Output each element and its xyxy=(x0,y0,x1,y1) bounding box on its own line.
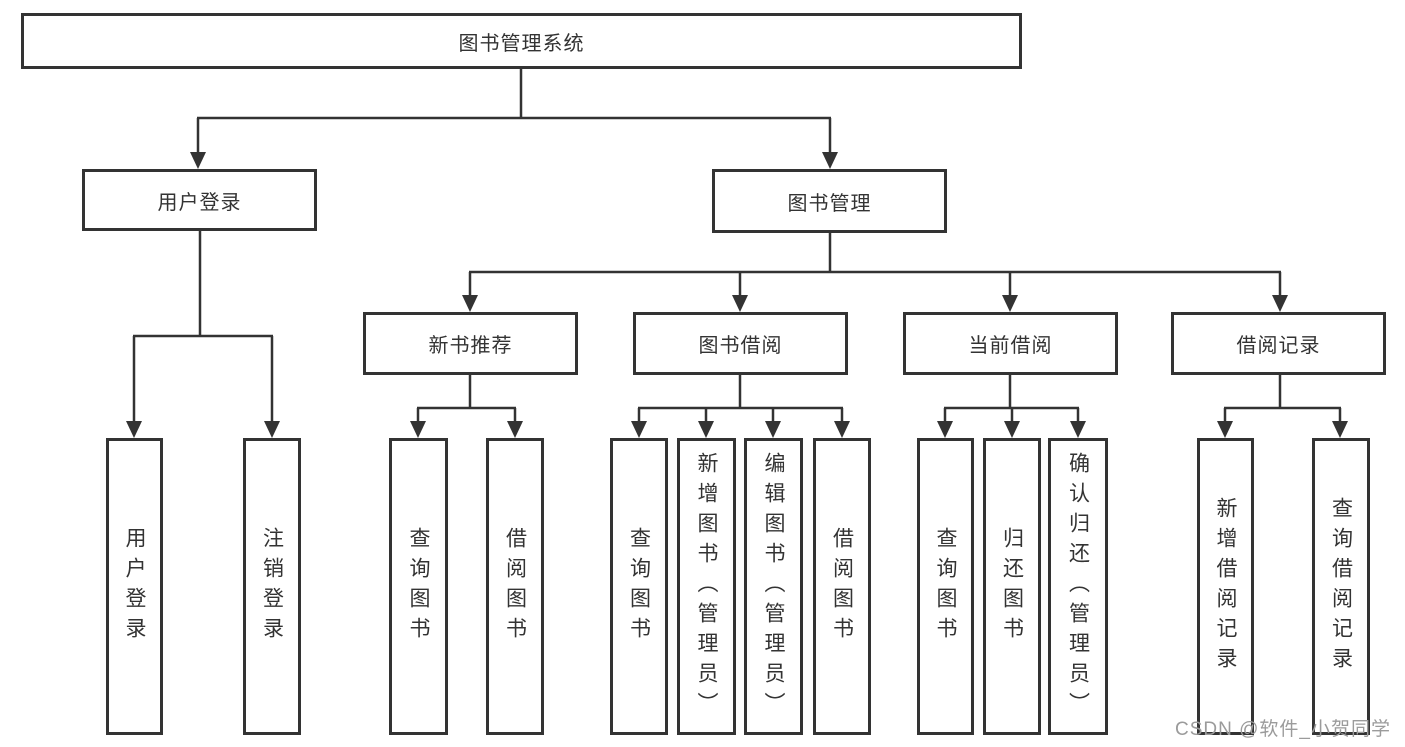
leaf-logout-label: 注销登录 xyxy=(260,526,284,647)
leaf-nb-borrow-books-label: 借阅图书 xyxy=(503,526,527,647)
leaf-user-login-label: 用户登录 xyxy=(123,526,146,647)
leaf-cb-return-books-label: 归还图书 xyxy=(1000,526,1024,647)
leaf-bb-edit-books-label: 编辑图书（管理员） xyxy=(762,451,785,722)
leaf-bb-edit-books: 编辑图书（管理员） xyxy=(744,438,803,735)
node-root-label: 图书管理系统 xyxy=(458,32,585,55)
node-book-borrow-label: 图书借阅 xyxy=(698,335,783,357)
node-root: 图书管理系统 xyxy=(21,13,1022,69)
leaf-bb-query-books: 查询图书 xyxy=(610,438,668,735)
leaf-br-add-record-label: 新增借阅记录 xyxy=(1214,496,1237,677)
node-borrow-records-label: 借阅记录 xyxy=(1236,335,1321,357)
leaf-nb-query-books: 查询图书 xyxy=(389,438,448,735)
leaf-br-query-record: 查询借阅记录 xyxy=(1312,438,1370,735)
leaf-nb-borrow-books: 借阅图书 xyxy=(486,438,544,735)
csdn-watermark: CSDN @软件_小贺同学 xyxy=(1175,719,1391,740)
node-current-borrow-label: 当前借阅 xyxy=(968,335,1053,357)
leaf-bb-borrow-books-label: 借阅图书 xyxy=(830,526,854,647)
leaf-user-login: 用户登录 xyxy=(106,438,163,735)
leaf-nb-query-books-label: 查询图书 xyxy=(407,526,430,647)
leaf-cb-confirm-return-label: 确认归还（管理员） xyxy=(1066,451,1090,722)
node-new-book-recommend-label: 新书推荐 xyxy=(428,335,513,357)
node-book-management: 图书管理 xyxy=(712,169,947,233)
leaf-bb-query-books-label: 查询图书 xyxy=(627,526,651,647)
node-new-book-recommend: 新书推荐 xyxy=(363,312,578,375)
leaf-br-add-record: 新增借阅记录 xyxy=(1197,438,1254,735)
leaf-logout: 注销登录 xyxy=(243,438,301,735)
leaf-cb-query-books: 查询图书 xyxy=(917,438,974,735)
node-current-borrow: 当前借阅 xyxy=(903,312,1118,375)
node-book-management-label: 图书管理 xyxy=(787,192,872,215)
leaf-cb-return-books: 归还图书 xyxy=(983,438,1041,735)
leaf-bb-add-books: 新增图书（管理员） xyxy=(677,438,736,735)
node-user-login: 用户登录 xyxy=(82,169,317,231)
leaf-bb-borrow-books: 借阅图书 xyxy=(813,438,871,735)
leaf-bb-add-books-label: 新增图书（管理员） xyxy=(695,451,718,722)
leaf-br-query-record-label: 查询借阅记录 xyxy=(1329,496,1353,677)
node-user-login-label: 用户登录 xyxy=(157,191,242,214)
node-borrow-records: 借阅记录 xyxy=(1171,312,1386,375)
leaf-cb-query-books-label: 查询图书 xyxy=(934,526,957,647)
node-book-borrow: 图书借阅 xyxy=(633,312,848,375)
leaf-cb-confirm-return: 确认归还（管理员） xyxy=(1048,438,1108,735)
